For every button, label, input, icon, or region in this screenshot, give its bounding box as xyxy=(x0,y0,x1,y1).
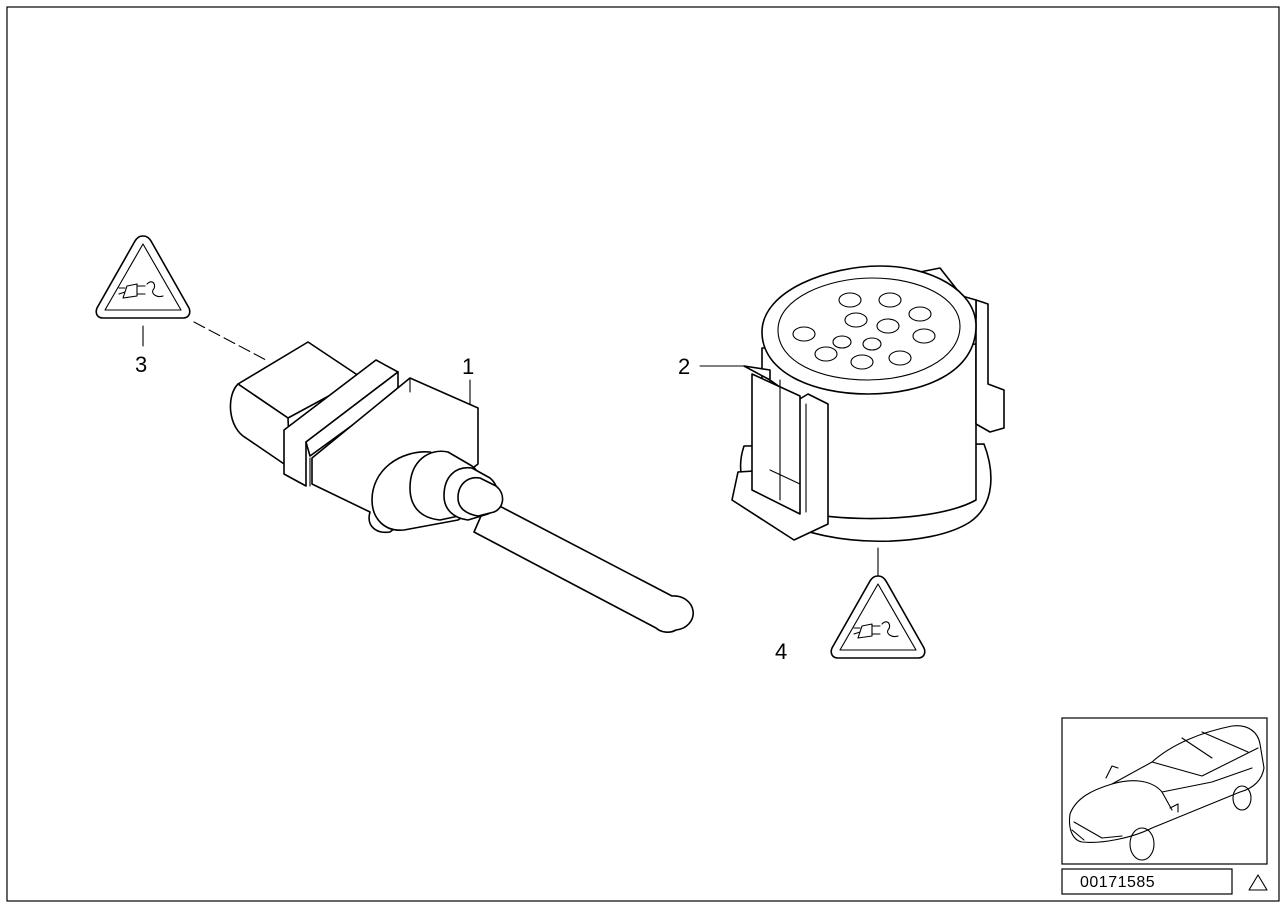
callout-3[interactable]: 3 xyxy=(135,352,147,377)
callout-1[interactable]: 1 xyxy=(462,354,474,379)
vehicle-thumbnail-icon[interactable] xyxy=(1061,717,1268,865)
connector-warning-triangle-icon[interactable] xyxy=(95,235,191,319)
plug-icon xyxy=(853,621,899,639)
connector-warning-triangle-icon[interactable] xyxy=(830,575,926,659)
plug-icon xyxy=(118,281,164,299)
callout-4[interactable]: 4 xyxy=(775,639,787,664)
triangle-outline-icon[interactable] xyxy=(1248,874,1268,891)
diagram-number: 00171585 xyxy=(1080,874,1155,891)
callout-2[interactable]: 2 xyxy=(678,354,690,379)
part-1-sensor[interactable] xyxy=(229,341,695,633)
diagram-number-box xyxy=(1061,868,1233,895)
diagram-frame xyxy=(6,6,1280,902)
pin-holes xyxy=(792,292,936,370)
leader-3-dash xyxy=(193,321,267,361)
part-2-connector-housing[interactable] xyxy=(731,265,1005,543)
